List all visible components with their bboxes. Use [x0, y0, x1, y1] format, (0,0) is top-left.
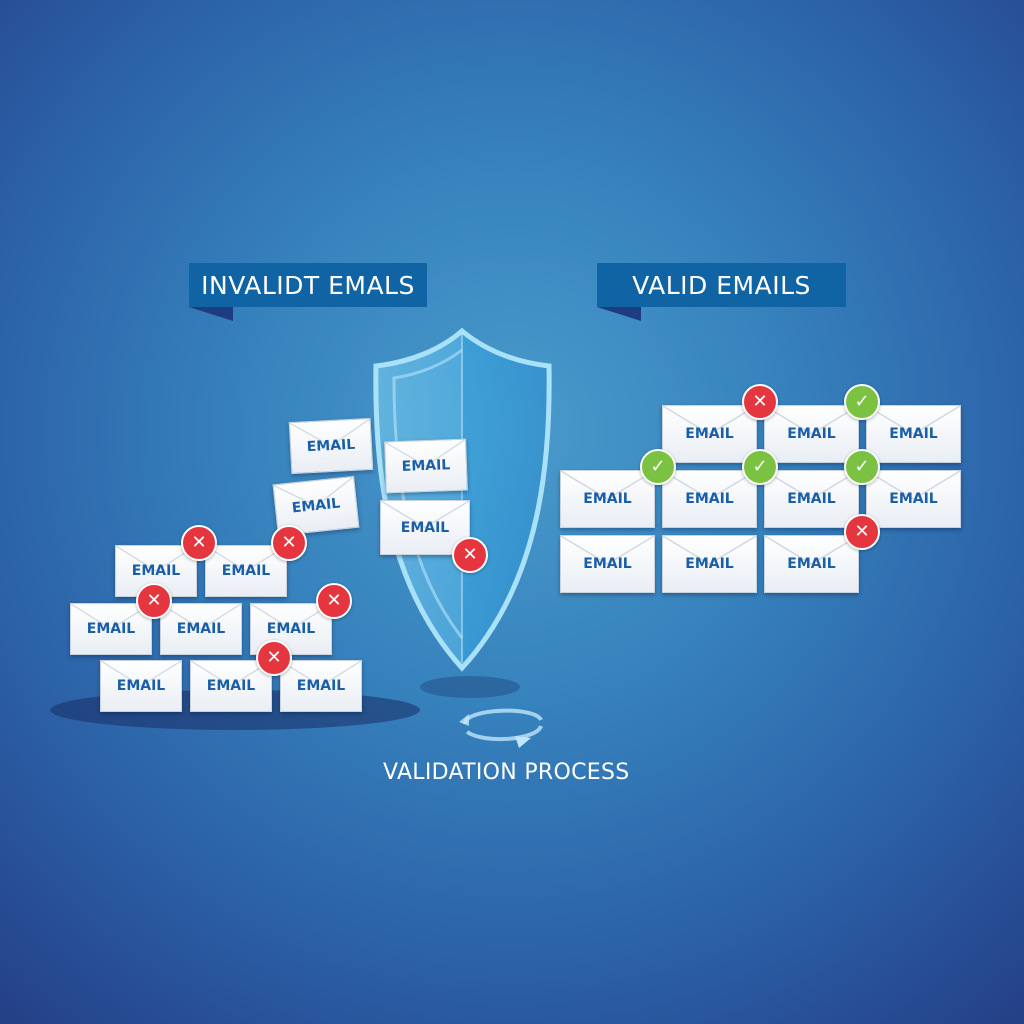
email-envelope: EMAIL [662, 470, 757, 528]
envelope-icon [206, 546, 286, 572]
email-envelope: EMAIL [866, 470, 961, 528]
email-envelope: EMAIL [384, 438, 468, 494]
envelope-icon [191, 661, 271, 687]
email-envelope: EMAIL [100, 660, 182, 712]
envelope-label: EMAIL [116, 678, 166, 694]
envelope-label: EMAIL [583, 556, 632, 572]
envelope-icon [765, 471, 858, 500]
envelope-label: EMAIL [685, 556, 734, 572]
email-envelope: EMAIL [560, 535, 655, 593]
envelope-icon [381, 501, 469, 529]
envelope-icon [71, 604, 151, 630]
valid-emails-label: VALID EMAILS [632, 270, 811, 300]
email-envelope: EMAIL [662, 535, 757, 593]
email-envelope: EMAIL [272, 475, 360, 537]
envelope-icon [663, 536, 756, 565]
envelope-label: EMAIL [787, 556, 836, 572]
envelope-icon [273, 476, 354, 507]
email-envelope: EMAIL [205, 545, 287, 597]
envelope-label: EMAIL [583, 491, 632, 507]
envelope-icon [116, 546, 196, 572]
check-icon: ✓ [844, 384, 880, 420]
envelope-label: EMAIL [685, 491, 734, 507]
envelope-icon [765, 536, 858, 565]
cross-icon: ✕ [844, 514, 880, 550]
envelope-label: EMAIL [221, 563, 271, 579]
validation-process-caption: VALIDATION PROCESS [383, 760, 630, 785]
envelope-icon [765, 406, 858, 435]
envelope-icon [281, 661, 361, 687]
envelope-label: EMAIL [787, 491, 836, 507]
envelope-label: EMAIL [176, 621, 226, 637]
envelope-label: EMAIL [400, 519, 450, 536]
envelope-label: EMAIL [401, 457, 451, 475]
invalid-emails-banner: INVALIDT EMALS [189, 263, 427, 321]
envelope-icon [385, 439, 466, 467]
email-envelope: EMAIL [160, 603, 242, 655]
cross-icon: ✕ [316, 583, 352, 619]
check-icon: ✓ [844, 449, 880, 485]
email-envelope: EMAIL [764, 535, 859, 593]
email-envelope: EMAIL [70, 603, 152, 655]
envelope-icon [663, 471, 756, 500]
envelope-icon [561, 536, 654, 565]
email-envelope: EMAIL [866, 405, 961, 463]
envelope-label: EMAIL [296, 678, 346, 694]
cross-icon: ✕ [256, 640, 292, 676]
shield-icon [373, 328, 552, 672]
envelope-icon [289, 418, 370, 447]
banner-fold [597, 307, 641, 321]
cross-icon: ✕ [136, 583, 172, 619]
check-icon: ✓ [742, 449, 778, 485]
envelope-label: EMAIL [86, 621, 136, 637]
invalid-emails-label: INVALIDT EMALS [201, 270, 415, 300]
email-envelope: EMAIL [764, 470, 859, 528]
envelope-icon [161, 604, 241, 630]
envelope-icon [867, 406, 960, 435]
email-envelope: EMAIL [280, 660, 362, 712]
envelope-label: EMAIL [306, 436, 356, 456]
envelope-icon [561, 471, 654, 500]
envelope-icon [867, 471, 960, 500]
envelope-label: EMAIL [889, 426, 938, 442]
cross-icon: ✕ [742, 384, 778, 420]
envelope-icon [101, 661, 181, 687]
envelope-label: EMAIL [266, 621, 316, 637]
envelope-label: EMAIL [787, 426, 836, 442]
email-envelope: EMAIL [288, 417, 374, 475]
email-envelope: EMAIL [764, 405, 859, 463]
envelope-icon [251, 604, 331, 630]
envelope-label: EMAIL [206, 678, 256, 694]
email-envelope: EMAIL [662, 405, 757, 463]
refresh-arrows-icon [459, 708, 543, 748]
cross-icon: ✕ [271, 525, 307, 561]
shield-shadow [420, 676, 520, 698]
email-envelope: EMAIL [190, 660, 272, 712]
envelope-label: EMAIL [685, 426, 734, 442]
cross-icon: ✕ [181, 525, 217, 561]
envelope-label: EMAIL [131, 563, 181, 579]
banner-fold [189, 307, 233, 321]
valid-emails-banner: VALID EMAILS [597, 263, 846, 321]
envelope-label: EMAIL [889, 491, 938, 507]
email-envelope: EMAIL [560, 470, 655, 528]
envelope-icon [663, 406, 756, 435]
check-icon: ✓ [640, 449, 676, 485]
cross-icon: ✕ [452, 537, 488, 573]
